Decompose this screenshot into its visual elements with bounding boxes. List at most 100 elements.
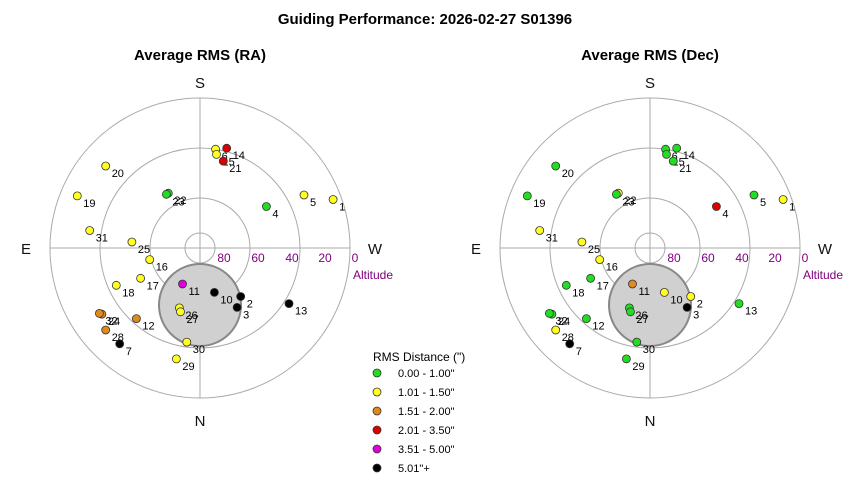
data-point-10 [209,287,219,297]
data-point-5 [299,190,309,200]
data-point-7 [115,339,125,349]
data-point-32 [95,308,104,318]
data-point-27 [176,307,185,317]
data-point-label: 3 [693,309,699,321]
data-point-28 [551,325,561,335]
data-point-label: 12 [592,321,604,333]
data-point-25 [577,237,587,247]
altitude-tick: 60 [701,251,715,265]
data-point-label: 14 [683,150,695,162]
data-point-3 [232,302,242,312]
data-point-label: 16 [156,262,168,274]
data-point-29 [622,354,631,364]
compass-n: N [645,413,656,430]
legend-swatch [372,444,382,454]
data-point-label: 3 [243,309,249,321]
altitude-tick: 0 [352,251,359,265]
altitude-axis-label: Altitude [803,268,843,282]
data-point-1 [778,195,788,204]
data-point-29 [171,354,181,364]
data-point-32 [545,308,554,318]
altitude-tick: 20 [768,251,782,265]
altitude-axis-label: Altitude [353,268,393,282]
compass-s: S [195,75,205,92]
data-point-18 [561,280,571,290]
data-point-label: 17 [597,280,609,292]
data-point-2 [236,292,246,301]
data-point-label: 7 [126,346,132,358]
legend-item-label: 2.01 - 3.50" [398,425,455,437]
legend-item-label: 1.51 - 2.00" [398,406,455,418]
data-point-label: 25 [588,244,600,256]
data-point-label: 29 [632,361,644,373]
data-point-11 [628,279,637,289]
legend-item-label: 5.01"+ [398,463,430,475]
legend-swatch [372,463,382,473]
data-point-label: 27 [187,314,199,326]
data-point-4 [712,202,721,211]
data-point-label: 19 [533,198,545,210]
legend-item-label: 1.01 - 1.50" [398,387,455,399]
data-point-7 [565,339,575,349]
data-point-label: 24 [108,316,120,328]
legend-title: RMS Distance (") [373,350,465,364]
data-point-label: 32 [555,315,567,327]
data-point-5 [749,190,759,200]
data-point-label: 11 [639,286,650,298]
legend-swatch [372,425,382,435]
data-point-label: 20 [562,168,574,180]
data-point-18 [111,280,121,290]
data-point-30 [632,337,642,347]
data-point-2 [686,292,696,301]
data-point-label: 12 [142,321,154,333]
data-point-label: 22 [174,195,186,207]
data-point-label: 22 [624,195,636,207]
data-point-20 [101,161,111,171]
altitude-tick: 40 [285,251,299,265]
data-point-label: 25 [138,244,150,256]
data-point-label: 4 [272,209,278,221]
data-point-label: 24 [558,316,570,328]
data-point-12 [582,314,591,324]
plot-title: Average RMS (Dec) [581,47,719,64]
data-point-label: 30 [193,344,205,356]
data-point-label: 32 [105,315,117,327]
data-point-label: 31 [96,233,108,245]
legend-swatch [372,406,382,416]
data-point-label: 18 [122,287,134,299]
data-point-12 [131,314,141,324]
data-point-label: 11 [189,286,200,298]
data-point-23 [161,189,171,199]
data-point-label: 5 [310,197,316,209]
data-point-label: 26 [185,310,197,322]
data-point-13 [284,299,294,309]
data-point-label: 2 [247,299,253,311]
data-point-label: 5 [760,197,766,209]
data-point-1 [328,195,338,204]
data-point-label: 18 [572,287,584,299]
data-point-label: 7 [576,346,582,358]
compass-e: E [471,241,481,258]
data-point-30 [182,337,192,347]
compass-n: N [195,413,206,430]
legend-swatch [372,368,382,378]
legend-item-label: 0.00 - 1.00" [398,368,455,380]
data-point-label: 1 [789,202,795,214]
data-point-21 [668,156,678,166]
compass-s: S [645,75,655,92]
data-point-23 [612,189,621,199]
data-point-label: 31 [546,233,558,245]
data-point-label: 4 [722,209,728,221]
data-point-label: 23 [172,196,184,208]
data-point-19 [522,191,532,201]
data-point-16 [145,255,155,265]
data-point-label: 2 [697,299,703,311]
data-point-28 [101,325,111,335]
compass-w: W [818,241,833,258]
data-point-label: 30 [643,344,655,356]
altitude-tick: 20 [318,251,332,265]
data-point-label: 13 [745,306,757,318]
